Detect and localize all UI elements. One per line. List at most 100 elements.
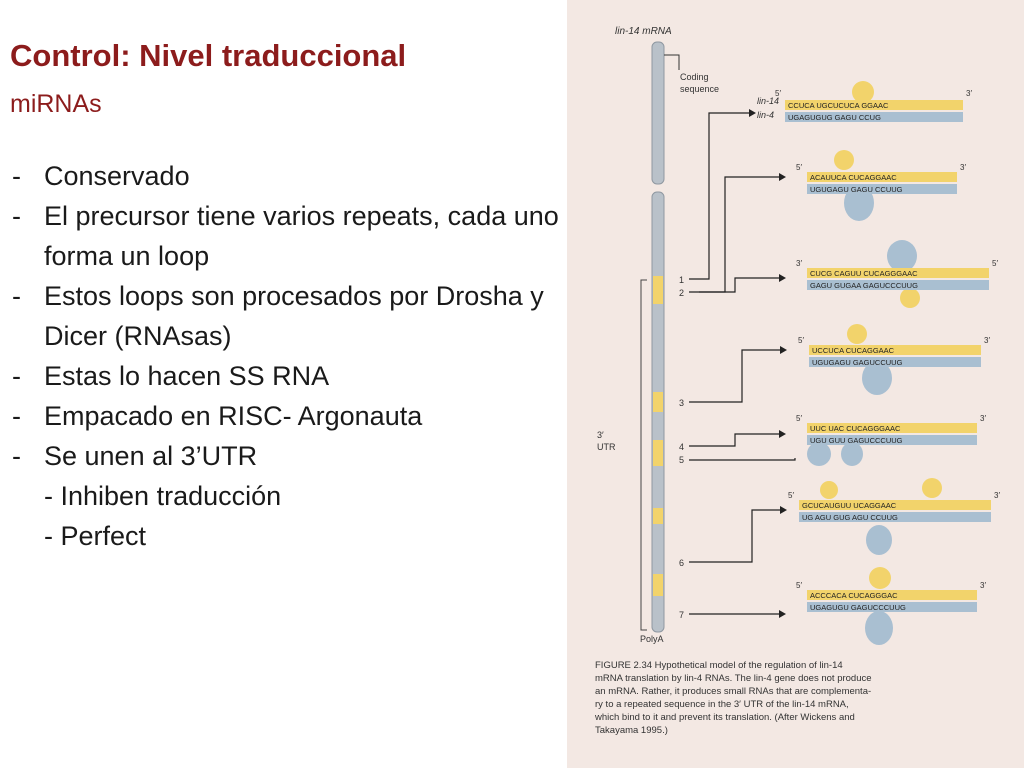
site-number: 3 [679,398,684,408]
connector-arrow [689,112,749,280]
lin4-strand [807,435,977,445]
bar-site-1-2 [653,276,663,304]
sub-bullet-item: - Perfect [44,521,147,551]
bulge [922,478,942,498]
site-number: 5 [679,455,684,465]
duplex-7: ACCCACA CUCAGGGAC UGAGUGU GAGUCCCUUG 5′ … [796,567,986,645]
lin14-sequence: CCUCA UGCUCUCA GGAAC [788,101,889,110]
arrow-head [749,109,756,117]
lin14-label: lin-14 [757,96,779,106]
loop [862,361,892,395]
prime-label: 3′ [966,89,972,98]
site-number: 2 [679,288,684,298]
bullet-item: Empacado en RISC- Argonauta [10,396,575,436]
bulge [820,481,838,499]
bulge [869,567,891,589]
bar-site-4-5 [653,440,663,466]
prime-label: 5′ [798,336,804,345]
connector-arrow [689,349,780,403]
duplex-4: UCCUCA CUCAGGAAC UGUGAGU GAGUCCUUG 5′ 3′ [798,324,990,395]
polya-label: PolyA [640,634,664,644]
prime-label: 5′ [796,163,802,172]
arrow-head [779,274,786,282]
figure-caption: mRNA translation by lin-4 RNAs. The lin-… [595,673,872,684]
bullet-list: Conservado El precursor tiene varios rep… [10,156,575,556]
bar-site-3 [653,392,663,412]
sub-bullet-item: - Inhiben traducción [44,481,282,511]
bulge [900,288,920,308]
slide-subtitle: miRNAs [10,90,102,118]
lin4-strand [807,280,989,290]
site-number: 4 [679,442,684,452]
prime-label: 5′ [775,89,781,98]
lin14-strand [807,172,957,182]
bullet-item: El precursor tiene varios repeats, cada … [10,196,575,276]
bar-site-6-7 [653,574,663,596]
site-number: 1 [679,275,684,285]
prime-label: 3′ [984,336,990,345]
lin14-strand [809,345,981,355]
utr-label: UTR [597,442,616,452]
bullet-item: Estos loops son procesados por Drosha y … [10,276,575,356]
coding-sequence-bar [651,41,665,185]
lin4-sequence: UGAGUGUG GAGU CCUG [788,113,881,122]
loop [807,442,831,466]
arrow-head [780,346,787,354]
prime-label: 3′ [980,414,986,423]
bullet-item: Estas lo hacen SS RNA [10,356,575,396]
lin4-strand [809,357,981,367]
coding-arrow [664,54,680,70]
lin14-sequence: UCCUCA CUCAGGAAC [812,346,895,355]
prime-label: 3′ [960,163,966,172]
arrow-head [779,610,786,618]
bar-site-extra [653,508,663,524]
prime-label: 5′ [796,414,802,423]
lin4-sequence: UG AGU GUG AGU CCUUG [802,513,898,522]
prime-label: 3′ [980,581,986,590]
lin14-strand [807,423,977,433]
duplex-6: GCUCAUGUU UCAGGAAC UG AGU GUG AGU CCUUG … [788,478,1000,555]
loop [841,442,863,466]
lin14-strand [807,268,989,278]
arrow-head [779,430,786,438]
connector-arrow [689,509,780,563]
lin4-sequence: UGUGAGU GAGU CCUUG [810,185,903,194]
bulge [852,81,874,103]
figure-caption: FIGURE 2.34 Hypothetical model of the re… [595,660,843,671]
lin4-sequence: UGU GUU GAGUCCCUUG [810,436,903,445]
bullet-item: Se unen al 3’UTR [10,436,575,476]
prime-label: 5′ [788,491,794,500]
lin4-sequence: UGUGAGU GAGUCCUUG [812,358,903,367]
lin4-strand [807,602,977,612]
prime-label: 3′ [796,259,802,268]
bullet-item: Conservado [10,156,575,196]
lin4-strand [807,184,957,194]
lin14-strand [785,100,963,110]
duplex-5: UUC UAC CUCAGGGAAC UGU GUU GAGUCCCUUG 5′… [796,414,986,466]
site-number: 7 [679,610,684,620]
loop [865,611,893,645]
lin14-sequence: UUC UAC CUCAGGGAAC [810,424,901,433]
lin14-strand [807,590,977,600]
figure-svg: lin-14 mRNA Coding sequence 3′ UTR PolyA… [567,0,1024,768]
lin4-strand [799,512,991,522]
lin4-strand [785,112,963,122]
slide-title: Control: Nivel traduccional [10,38,407,73]
site-number: 6 [679,558,684,568]
connector-arrow [689,458,796,461]
lin14-strand [799,500,991,510]
lin4-sequence: UGAGUGU GAGUCCCUUG [810,603,906,612]
lin14-figure: lin-14 mRNA Coding sequence 3′ UTR PolyA… [567,0,1024,768]
figure-caption: an mRNA. Rather, it produces small RNAs … [595,686,871,697]
lin4-label: lin-4 [757,110,774,120]
lin4-sequence: GAGU GUGAA GAGUCCCUUG [810,281,918,290]
utr-bracket [640,279,647,631]
arrow-head [780,506,787,514]
duplex-1: CCUCA UGCUCUCA GGAAC UGAGUGUG GAGU CCUG … [775,81,972,122]
lin14-sequence: GCUCAUGUU UCAGGAAC [802,501,897,510]
arrow-head [779,173,786,181]
lin14-sequence: ACAUUCA CUCAGGAAC [810,173,897,182]
prime-label: 3′ [994,491,1000,500]
coding-label: sequence [680,84,719,94]
figure-caption: Takayama 1995.) [595,725,668,736]
